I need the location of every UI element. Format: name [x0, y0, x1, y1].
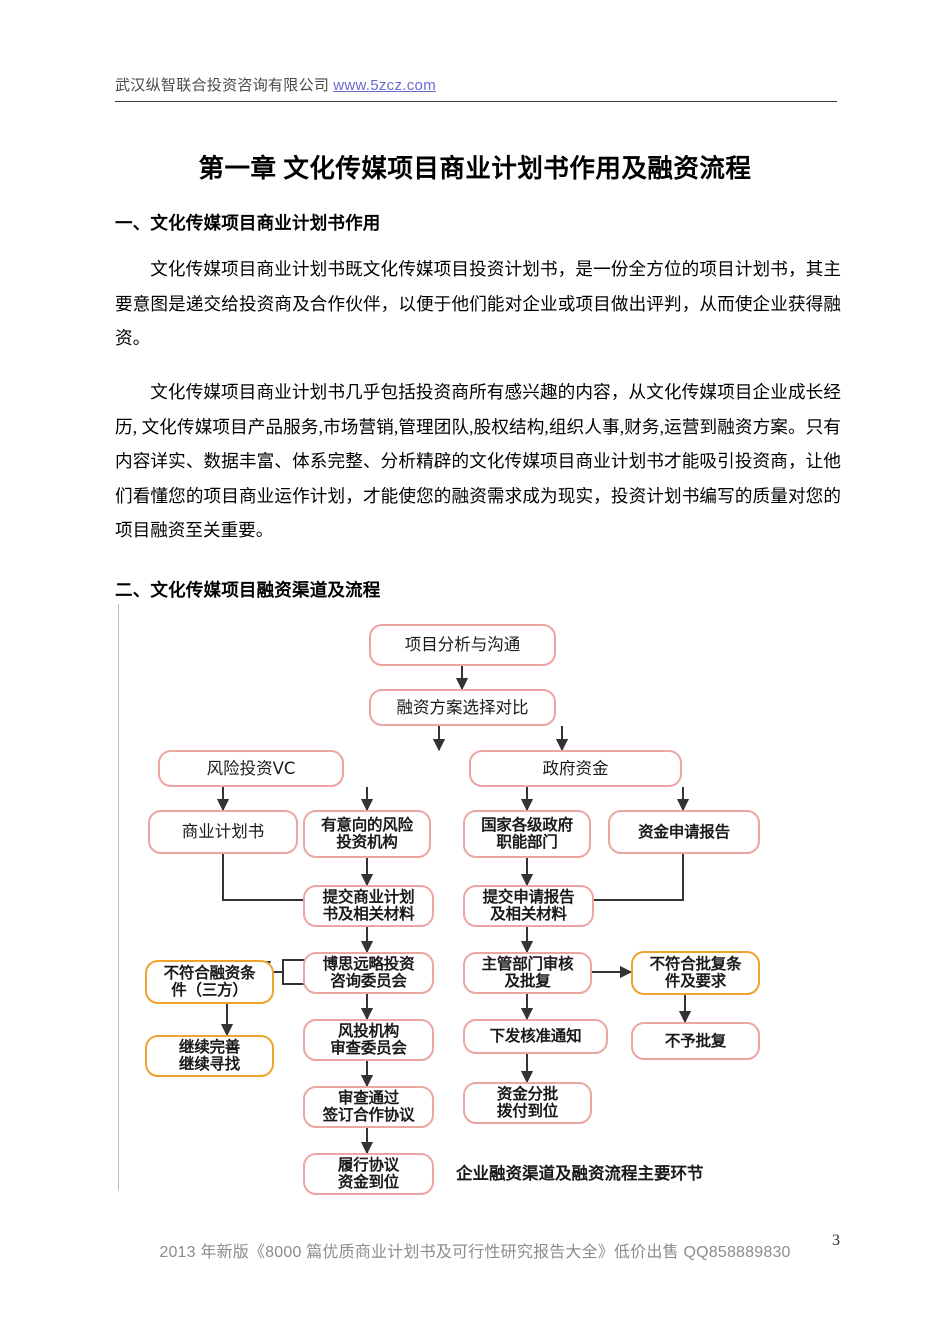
flow-node-project-analysis[interactable]: 项目分析与沟通	[369, 624, 556, 666]
flow-node-submit-application-report[interactable]: 提交申请报告 及相关材料	[463, 885, 594, 927]
flow-node-funding-application-report[interactable]: 资金申请报告	[608, 810, 760, 854]
flow-node-government-departments[interactable]: 国家各级政府 职能部门	[463, 810, 591, 858]
flow-node-government-funds[interactable]: 政府资金	[469, 750, 682, 787]
page-footer: 2013 年新版《8000 篇优质商业计划书及可行性研究报告大全》低价出售 QQ…	[159, 1244, 791, 1261]
header-website-link[interactable]: www.5zcz.com	[333, 77, 436, 94]
flow-node-business-plan[interactable]: 商业计划书	[148, 810, 298, 854]
page-title: 第一章 文化传媒项目商业计划书作用及融资流程	[198, 154, 752, 183]
flow-node-vc-review-committee[interactable]: 风投机构 审查委员会	[303, 1019, 434, 1061]
section-heading-2: 二、文化传媒项目融资渠道及流程	[115, 580, 381, 600]
flow-node-no-approval[interactable]: 不予批复	[631, 1022, 760, 1060]
flow-node-bosi-investment-committee[interactable]: 博思远略投资 咨询委员会	[303, 952, 434, 994]
financing-flowchart-figure: 项目分析与沟通 融资方案选择对比 风险投资VC 政府资金 商业计划书 有意向的风…	[118, 604, 775, 1195]
flow-node-not-meeting-financing-conditions[interactable]: 不符合融资条 件（三方）	[145, 960, 274, 1004]
page-number: 3	[832, 1232, 840, 1249]
flow-node-submit-business-plan[interactable]: 提交商业计划 书及相关材料	[303, 885, 434, 927]
flow-node-interested-vc-institutions[interactable]: 有意向的风险 投资机构	[303, 810, 431, 858]
header-company-name: 武汉纵智联合投资咨询有限公司	[115, 77, 330, 94]
flow-node-keep-improving-searching[interactable]: 继续完善 继续寻找	[145, 1035, 274, 1077]
paragraph-2: 文化传媒项目商业计划书几乎包括投资商所有感兴趣的内容，从文化传媒项目企业成长经历…	[115, 382, 841, 540]
flow-node-review-passed-sign-agreement[interactable]: 审查通过 签订合作协议	[303, 1086, 434, 1128]
flowchart-caption: 企业融资渠道及融资流程主要环节	[456, 1164, 704, 1183]
flow-node-not-meeting-approval-conditions[interactable]: 不符合批复条 件及要求	[631, 951, 760, 995]
flowchart-canvas: 项目分析与沟通 融资方案选择对比 风险投资VC 政府资金 商业计划书 有意向的风…	[119, 604, 775, 1195]
section-heading-1: 一、文化传媒项目商业计划书作用	[115, 213, 381, 233]
flow-node-funds-disbursed[interactable]: 资金分批 拨付到位	[463, 1082, 592, 1124]
flow-node-venture-capital[interactable]: 风险投资VC	[158, 750, 344, 787]
flow-node-fulfill-agreement-funds-arrive[interactable]: 履行协议 资金到位	[303, 1153, 434, 1195]
paragraph-1: 文化传媒项目商业计划书既文化传媒项目投资计划书，是一份全方位的项目计划书，其主要…	[115, 259, 841, 348]
flow-node-issue-approval-notice[interactable]: 下发核准通知	[463, 1019, 608, 1054]
flow-node-authority-review-approval[interactable]: 主管部门审核 及批复	[463, 952, 592, 994]
header-divider	[115, 101, 837, 102]
flow-node-financing-plan-comparison[interactable]: 融资方案选择对比	[369, 689, 556, 726]
